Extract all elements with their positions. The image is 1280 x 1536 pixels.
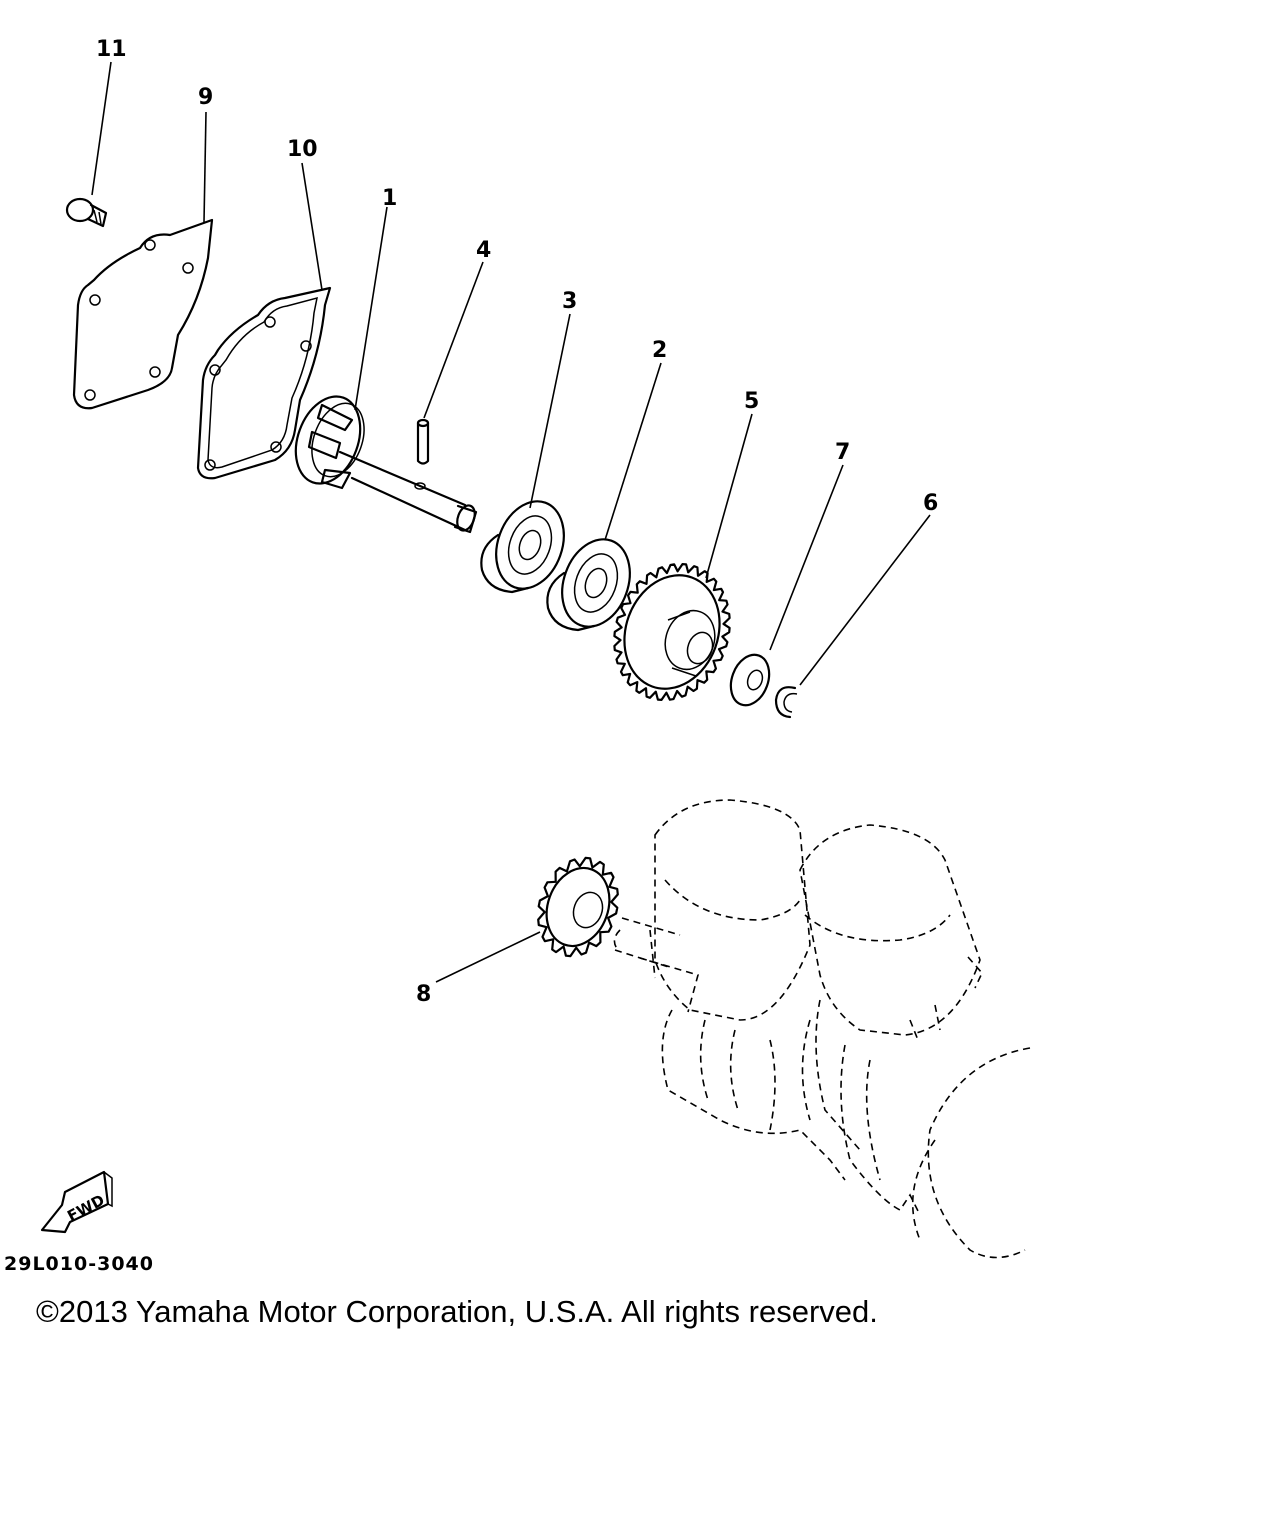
part-9-cover-plate xyxy=(72,218,214,410)
callout-1: 1 xyxy=(382,186,397,211)
crankshaft-assembly xyxy=(613,799,1031,1259)
callout-8: 8 xyxy=(416,982,431,1007)
gear8-teeth-outline xyxy=(537,856,619,958)
callout-10: 10 xyxy=(287,137,318,162)
part-5-gear xyxy=(613,563,731,701)
fwd-label: FWD xyxy=(64,1191,107,1225)
exploded-parts-diagram: FWD 11 9 10 1 4 3 2 5 7 6 8 xyxy=(40,37,1031,1259)
fwd-arrow-icon: FWD xyxy=(40,1170,113,1234)
part-3-bearing xyxy=(480,500,565,594)
part-4-pin xyxy=(416,418,430,465)
part-2-bearing xyxy=(546,538,631,632)
part-10-gasket xyxy=(196,286,332,480)
callout-4: 4 xyxy=(476,238,491,263)
part-6-circlip xyxy=(774,686,798,719)
callout-3: 3 xyxy=(562,289,577,314)
callout-6: 6 xyxy=(923,491,938,516)
part-8-drive-gear xyxy=(537,856,619,958)
gear5-teeth-outline xyxy=(613,563,731,701)
part-7-washer xyxy=(729,653,771,707)
callout-labels: 11 9 10 1 4 3 2 5 7 6 8 xyxy=(96,37,938,1007)
callout-9: 9 xyxy=(198,85,213,110)
callout-5: 5 xyxy=(744,389,759,414)
callout-2: 2 xyxy=(652,338,667,363)
copyright-notice: ©2013 Yamaha Motor Corporation, U.S.A. A… xyxy=(36,1294,878,1329)
part-1-impeller-shaft xyxy=(294,395,478,534)
callout-7: 7 xyxy=(835,440,850,465)
part-11-bolt xyxy=(65,197,108,228)
leader-lines xyxy=(91,61,931,983)
diagram-reference-code: 29L010-3040 xyxy=(4,1253,154,1275)
callout-11: 11 xyxy=(96,37,127,62)
